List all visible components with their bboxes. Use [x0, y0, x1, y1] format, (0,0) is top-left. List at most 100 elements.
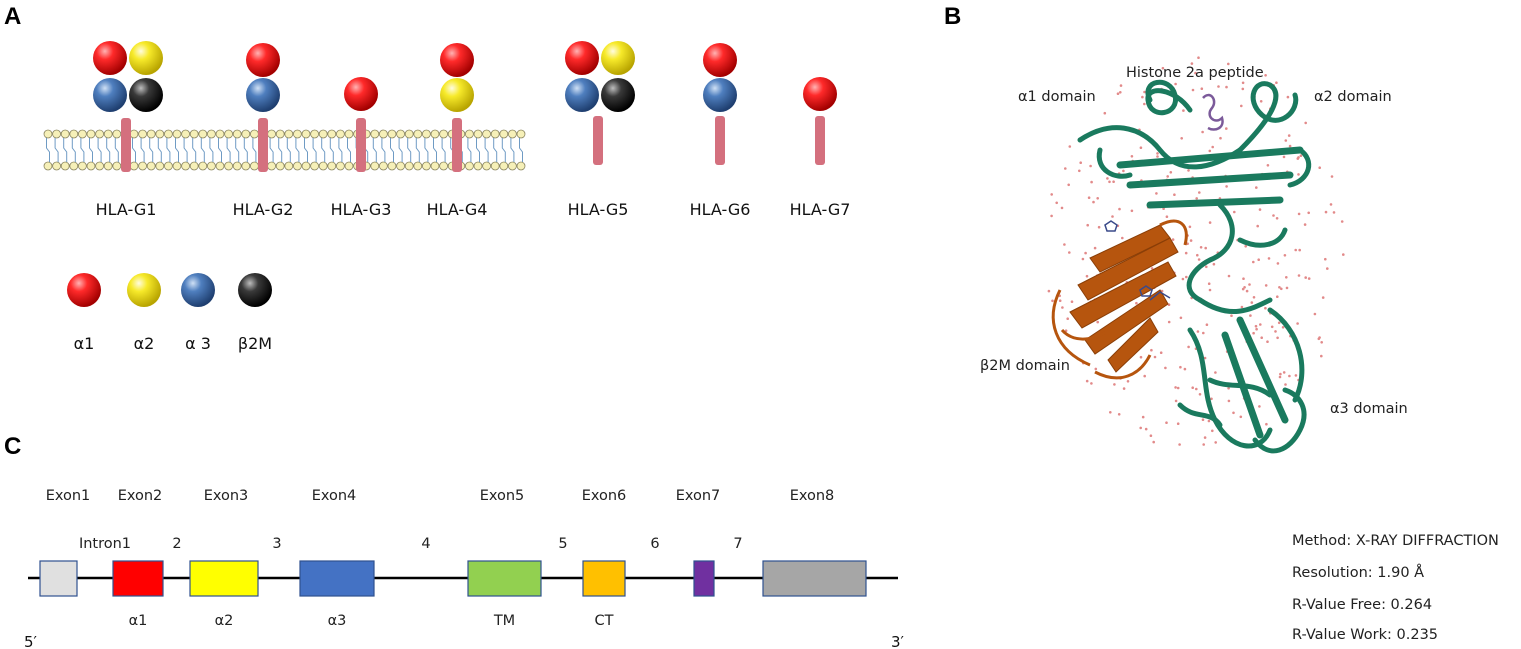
water-dot	[1153, 355, 1157, 359]
exon-7: Exon7	[676, 488, 720, 597]
exon-box	[582, 560, 626, 597]
water-dot	[1143, 102, 1146, 106]
intron-label: 5	[558, 536, 567, 552]
lipid-head	[224, 161, 234, 171]
lipid-tail	[149, 138, 154, 162]
water-dot	[1203, 356, 1207, 360]
water-dot	[1205, 323, 1209, 327]
alpha1-domain-label: α1 domain	[1018, 89, 1096, 105]
lipid-head	[439, 129, 449, 139]
water-dot	[1061, 306, 1064, 309]
lipid-tail	[243, 138, 248, 162]
exon-1: Exon1	[39, 488, 90, 597]
water-dot	[1109, 411, 1112, 414]
water-dot	[1070, 300, 1074, 304]
water-dot	[1195, 197, 1198, 200]
water-dot	[1275, 81, 1278, 84]
water-dot	[1198, 393, 1202, 396]
water-dot	[1297, 274, 1301, 277]
water-dot	[1225, 127, 1228, 130]
lipid-head	[69, 129, 79, 139]
domain-sphere	[601, 78, 635, 112]
water-dot	[1294, 374, 1298, 377]
water-dot	[1188, 225, 1192, 229]
water-dot	[1326, 267, 1329, 270]
water-dot	[1159, 351, 1163, 355]
lipid-head	[284, 129, 294, 139]
water-dot	[1201, 130, 1204, 134]
structure-info: Method: X-RAY DIFFRACTION Resolution: 1.…	[1292, 533, 1499, 643]
water-dot	[1257, 258, 1260, 262]
lipid-head	[172, 129, 182, 139]
water-dot	[1197, 258, 1201, 261]
water-dot	[1183, 367, 1187, 371]
water-dot	[1214, 441, 1217, 444]
b2m-domain-ribbon	[1051, 219, 1188, 380]
lipid-head	[198, 129, 208, 139]
water-dot	[1332, 211, 1336, 214]
water-dot	[1256, 224, 1259, 228]
water-dot	[1116, 92, 1120, 95]
water-dot	[1200, 87, 1204, 90]
water-dot	[1239, 415, 1243, 419]
water-dot	[1258, 405, 1261, 408]
peptide-ligand	[1202, 93, 1224, 131]
water-dot	[1096, 197, 1099, 200]
domain-sphere	[440, 43, 474, 77]
lipid-head	[430, 129, 440, 139]
exon-domain-label: CT	[595, 613, 614, 629]
water-dot	[1174, 82, 1177, 86]
domain-sphere	[93, 78, 127, 112]
lipid-tail	[295, 138, 300, 162]
water-dot	[1199, 246, 1203, 249]
lipid-head	[86, 161, 96, 171]
water-dot	[1078, 169, 1081, 173]
water-dot	[1055, 201, 1058, 205]
intron-label: 3	[272, 536, 281, 552]
exon-box	[39, 560, 78, 597]
lipid-tail	[415, 138, 420, 162]
water-dot	[1113, 383, 1116, 386]
b2m-domain-label: β2M domain	[980, 358, 1070, 374]
peptide-label: Histone 2a peptide	[1126, 65, 1264, 81]
lipid-tail	[519, 138, 523, 162]
water-dot	[1130, 155, 1134, 158]
water-dot	[1284, 139, 1288, 142]
ligand-sticks	[1104, 220, 1171, 301]
lipid-head	[232, 129, 242, 139]
water-dot	[1190, 62, 1194, 65]
lipid-head	[155, 129, 165, 139]
lipid-tail	[166, 138, 171, 162]
lipid-head	[249, 129, 259, 139]
water-dot	[1252, 260, 1255, 264]
lipid-head	[327, 161, 337, 171]
water-dot	[1307, 277, 1311, 280]
water-dot	[1275, 217, 1279, 220]
lipid-tail	[329, 138, 334, 162]
water-dot	[1297, 212, 1301, 216]
lipid-head	[172, 161, 182, 171]
water-dot	[1240, 305, 1244, 309]
lipid-head	[344, 161, 354, 171]
water-dot	[1060, 206, 1064, 210]
lipid-head	[327, 129, 337, 139]
water-dot	[1165, 421, 1168, 425]
lipid-tail	[63, 138, 68, 162]
lipid-tail	[235, 138, 240, 162]
lipid-tail	[132, 138, 136, 162]
exon-label: Exon5	[480, 488, 525, 504]
lipid-head	[301, 129, 311, 139]
water-dot	[1047, 289, 1051, 293]
lipid-tail	[390, 138, 394, 162]
water-dot	[1058, 299, 1062, 303]
water-dot	[1211, 145, 1214, 149]
lipid-head	[95, 129, 104, 139]
lipid-tail	[175, 138, 179, 162]
lipid-head	[52, 161, 61, 171]
water-dot	[1064, 167, 1067, 170]
water-dot	[1139, 146, 1143, 149]
water-dot	[1169, 171, 1173, 174]
lipid-tail	[140, 138, 145, 162]
alpha2-domain-label: α2 domain	[1314, 89, 1392, 105]
r-free-text: R-Value Free: 0.264	[1292, 597, 1432, 613]
